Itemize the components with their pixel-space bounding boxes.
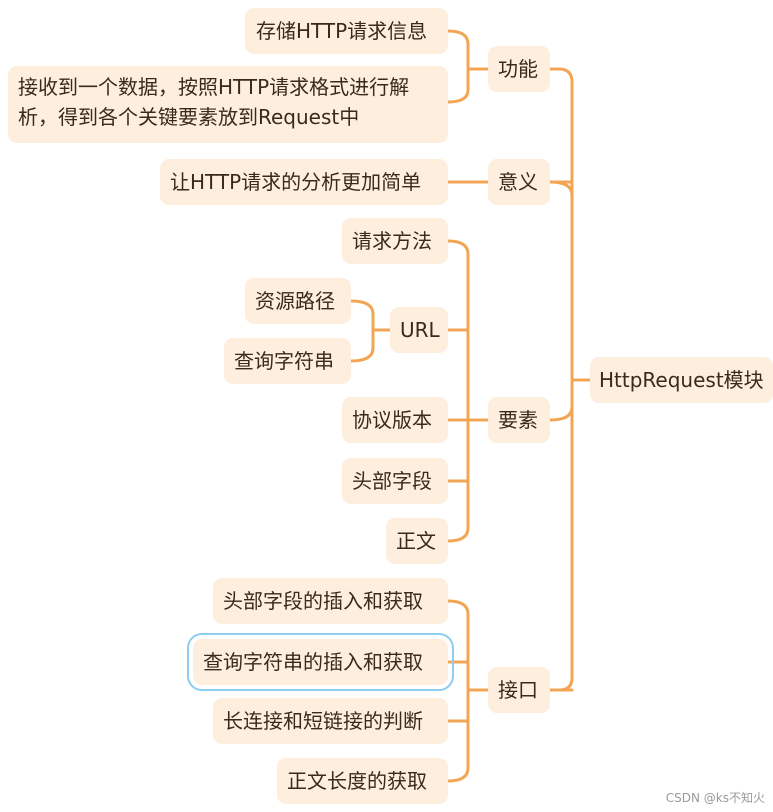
function-store-info-label: 存储HTTP请求信息 — [256, 19, 428, 43]
connector-elements-children — [446, 239, 470, 543]
function-parse[interactable]: 接收到一个数据，按照HTTP请求格式进行解析，得到各个关键要素放到Request… — [8, 66, 448, 143]
url-query-string-label: 查询字符串 — [234, 349, 334, 373]
interface-body-length[interactable]: 正文长度的获取 — [277, 758, 448, 804]
interface-query-io[interactable]: 查询字符串的插入和获取 — [187, 633, 454, 691]
connector-interface-children — [446, 599, 470, 783]
connector-function-children — [446, 29, 470, 104]
connector-function — [548, 180, 574, 197]
branch-meaning-label: 意义 — [498, 170, 538, 194]
branch-interface[interactable]: 接口 — [488, 667, 550, 713]
branch-interface-label: 接口 — [498, 678, 538, 702]
element-version[interactable]: 协议版本 — [342, 397, 448, 443]
branch-function[interactable]: 功能 — [488, 46, 550, 92]
function-store-info[interactable]: 存储HTTP请求信息 — [245, 8, 448, 54]
interface-keepalive[interactable]: 长连接和短链接的判断 — [213, 698, 448, 744]
element-headers-label: 头部字段 — [352, 469, 432, 493]
connector-root-trunk — [557, 67, 574, 692]
function-parse-label: 接收到一个数据，按照HTTP请求格式进行解析，得到各个关键要素放到Request… — [18, 75, 410, 129]
root-label: HttpRequest模块 — [599, 368, 764, 392]
interface-header-io[interactable]: 头部字段的插入和获取 — [213, 578, 448, 624]
interface-body-length-label: 正文长度的获取 — [287, 769, 427, 793]
element-headers[interactable]: 头部字段 — [342, 458, 448, 504]
element-url-label: URL — [400, 318, 440, 342]
connector-elements — [548, 405, 574, 422]
interface-keepalive-label: 长连接和短链接的判断 — [223, 709, 423, 733]
branch-function-label: 功能 — [498, 57, 538, 81]
interface-header-io-label: 头部字段的插入和获取 — [223, 589, 423, 613]
element-url[interactable]: URL — [390, 307, 448, 353]
url-resource-path[interactable]: 资源路径 — [245, 278, 351, 324]
branch-meaning[interactable]: 意义 — [488, 159, 550, 205]
interface-query-io-label: 查询字符串的插入和获取 — [203, 650, 423, 674]
element-version-label: 协议版本 — [352, 408, 432, 432]
element-body[interactable]: 正文 — [386, 518, 448, 564]
watermark: CSDN @ks不知火 — [665, 791, 765, 805]
url-query-string[interactable]: 查询字符串 — [224, 338, 351, 384]
branch-elements[interactable]: 要素 — [488, 397, 550, 443]
connector-url-children — [349, 299, 375, 363]
meaning-simplify-label: 让HTTP请求的分析更加简单 — [170, 170, 422, 194]
element-method-label: 请求方法 — [352, 229, 432, 253]
element-method[interactable]: 请求方法 — [342, 218, 448, 264]
element-body-label: 正文 — [396, 529, 436, 553]
url-resource-path-label: 资源路径 — [255, 289, 335, 313]
meaning-simplify[interactable]: 让HTTP请求的分析更加简单 — [160, 159, 448, 205]
root-node[interactable]: HttpRequest模块 — [590, 357, 773, 403]
branch-elements-label: 要素 — [498, 408, 538, 432]
